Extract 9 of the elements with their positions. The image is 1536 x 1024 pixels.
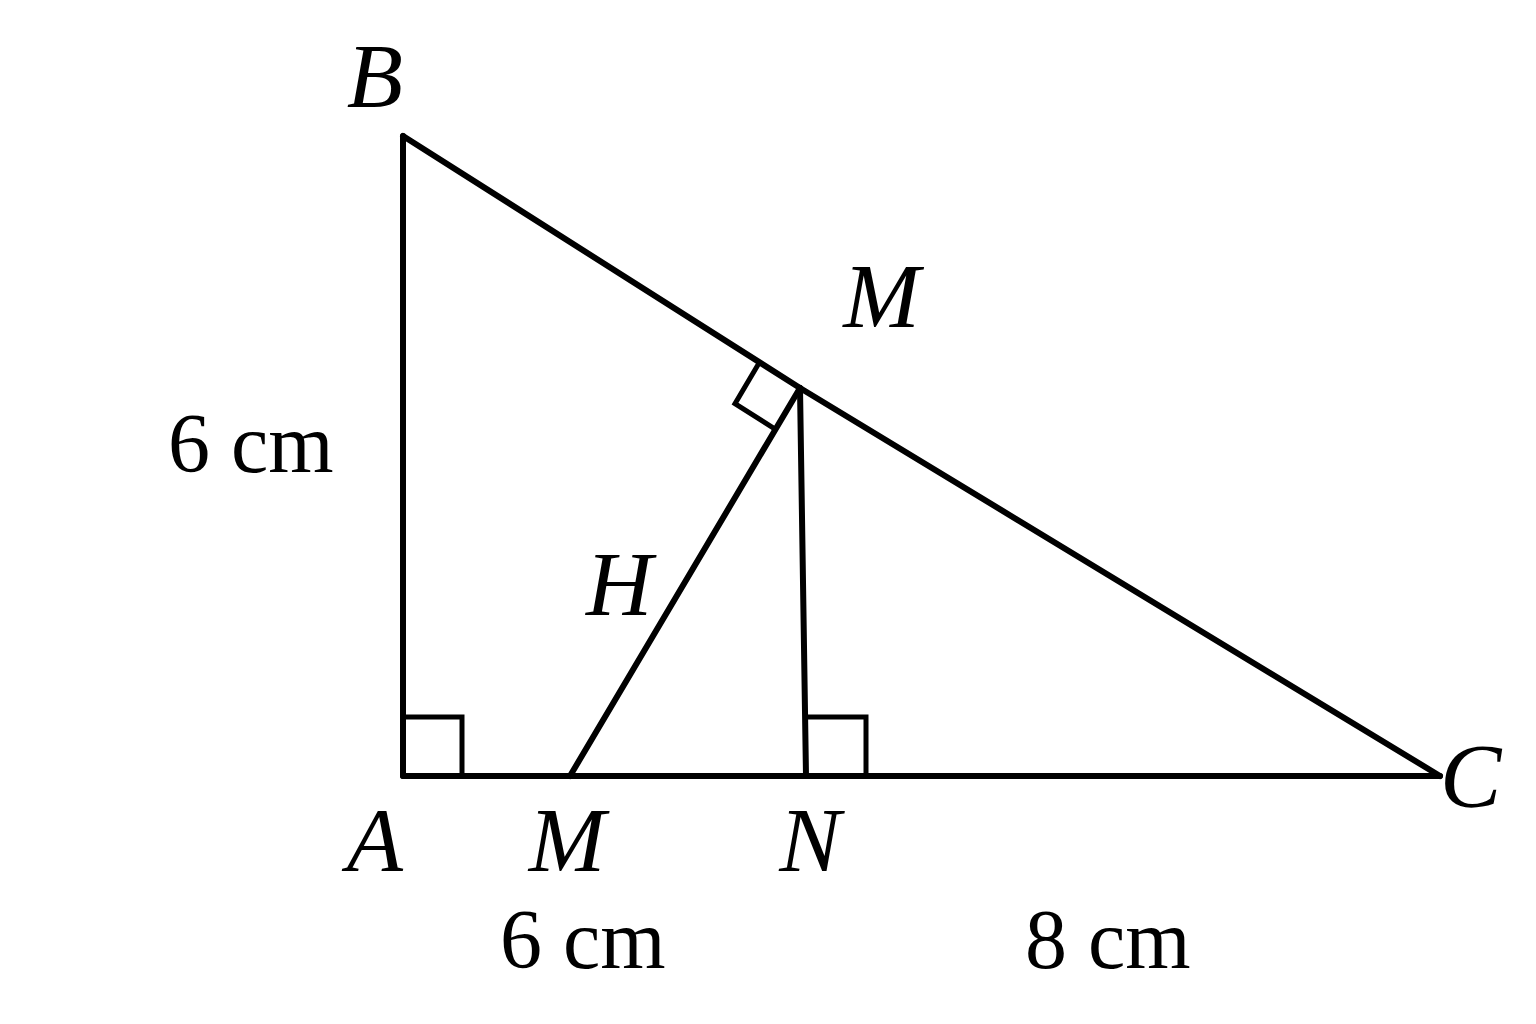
vertex-label: N [765, 776, 855, 886]
vertex-label: M [512, 776, 622, 886]
length-label: 8 cm [1025, 898, 1191, 982]
vertex-label: C [1440, 730, 1515, 822]
length-label: 6 cm [500, 898, 666, 982]
line-segment [400, 133, 803, 391]
vertex-label: B [326, 30, 403, 136]
length-label: 6 cm [168, 402, 334, 486]
vertex-label: A [338, 776, 403, 886]
